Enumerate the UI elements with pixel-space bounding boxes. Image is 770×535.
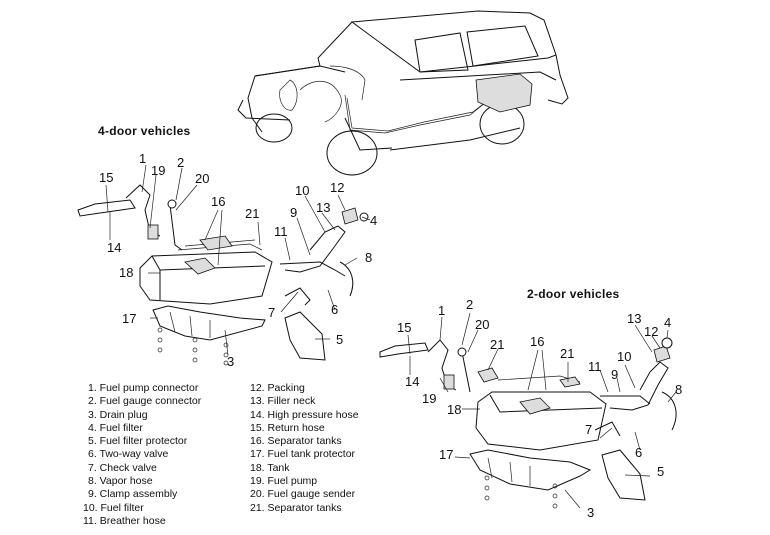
legend-item: 17. Fuel tank protector <box>250 448 356 461</box>
callout-label: 21 <box>245 206 260 221</box>
callout-label: 18 <box>119 265 134 280</box>
callout-label: 1 <box>139 151 147 166</box>
callout-label: 5 <box>336 332 344 347</box>
legend-item: 16. Separator tanks <box>250 435 342 448</box>
legend-column-left: 1. Fuel pump connector 2. Fuel gauge con… <box>83 382 201 528</box>
callout-label: 6 <box>635 445 643 460</box>
legend-item: 1. Fuel pump connector <box>88 382 199 394</box>
callout-label: 15 <box>99 170 114 185</box>
callout-label: 1 <box>438 303 446 318</box>
callout-label: 2 <box>466 297 474 312</box>
callout-label: 7 <box>585 422 593 437</box>
callout-label: 15 <box>397 320 412 335</box>
legend-item: 5. Fuel filter protector <box>88 435 188 448</box>
callout-label: 14 <box>405 374 420 389</box>
callout-label: 8 <box>675 382 683 397</box>
callout-label: 21 <box>490 337 505 352</box>
callout-label: 4 <box>370 213 378 228</box>
legend-item: 21. Separator tanks <box>250 501 342 514</box>
legend-item: 2. Fuel gauge connector <box>88 395 202 408</box>
callout-label: 3 <box>227 354 235 369</box>
callout-label: 12 <box>644 324 659 339</box>
callout-label: 8 <box>365 250 373 265</box>
legend-item: 9. Clamp assembly <box>88 488 178 501</box>
callout-label: 2 <box>177 155 185 170</box>
callout-label: 20 <box>475 317 490 332</box>
callout-label: 10 <box>617 349 632 364</box>
four-door-tank <box>77 164 371 366</box>
vehicle-body <box>237 10 569 176</box>
section-title-2-door: 2-door vehicles <box>527 287 620 301</box>
callout-label: 5 <box>657 464 665 479</box>
callout-label: 17 <box>122 311 137 326</box>
callout-label: 19 <box>422 391 437 406</box>
callout-label: 16 <box>530 334 545 349</box>
callout-label: 7 <box>268 305 276 320</box>
callout-label: 16 <box>211 194 226 209</box>
callout-label: 12 <box>330 180 345 195</box>
callout-label: 18 <box>447 402 462 417</box>
callout-label: 13 <box>316 200 331 215</box>
legend-item: 13. Filler neck <box>250 395 316 408</box>
legend-item: 19. Fuel pump <box>250 475 318 488</box>
legend-item: 10. Fuel filter <box>83 501 144 514</box>
legend-item: 4. Fuel filter <box>88 421 143 434</box>
legend-item: 15. Return hose <box>250 421 325 434</box>
legend-item: 20. Fuel gauge sender <box>250 488 356 501</box>
legend-item: 8. Vapor hose <box>88 475 153 488</box>
legend-item: 6. Two-way valve <box>88 448 169 461</box>
callout-label: 9 <box>290 205 298 220</box>
callout-label: 4 <box>664 315 672 330</box>
callout-label: 13 <box>627 311 642 326</box>
callout-label: 20 <box>195 171 210 186</box>
callout-label: 6 <box>331 302 339 317</box>
legend-item: 11. Breather hose <box>83 514 166 527</box>
legend-item: 3. Drain plug <box>88 408 148 421</box>
legend-column-right: 12. Packing 13. Filler neck 14. High pre… <box>250 382 359 515</box>
section-title-4-door: 4-door vehicles <box>98 124 191 138</box>
callout-label: 17 <box>439 447 454 462</box>
legend-item: 14. High pressure hose <box>250 408 359 421</box>
legend-item: 7. Check valve <box>88 461 157 474</box>
legend-item: 18. Tank <box>250 461 290 474</box>
two-door-tank <box>379 312 677 509</box>
callout-label: 3 <box>587 505 595 520</box>
callout-label: 11 <box>274 224 288 239</box>
callout-label: 11 <box>588 359 602 374</box>
legend-item: 12. Packing <box>250 382 305 394</box>
callout-label: 10 <box>295 183 310 198</box>
callout-label: 9 <box>611 367 619 382</box>
callout-label: 19 <box>151 163 166 178</box>
callout-label: 14 <box>107 240 122 255</box>
callout-label: 21 <box>560 346 575 361</box>
